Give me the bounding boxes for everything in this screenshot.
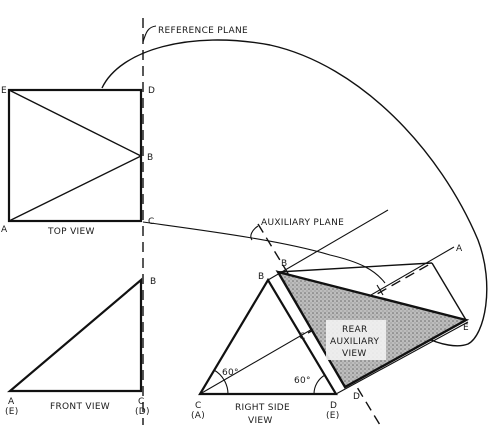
reference-plane-label: REFERENCE PLANE	[158, 26, 248, 36]
right-side-view-triangle	[198, 277, 338, 396]
projection-arc-E	[101, 39, 488, 347]
rear-aux-label-1: REAR	[342, 325, 368, 335]
front-point-A: A	[8, 397, 15, 407]
side-point-D-sub: (E)	[326, 411, 340, 421]
aux-edge-B-to-top	[277, 262, 433, 273]
aux-point-D: D	[353, 392, 360, 402]
right-side-view-label-2: VIEW	[248, 416, 273, 426]
reference-plane-leader	[142, 25, 157, 43]
reference-tick	[376, 284, 384, 296]
aux-point-A: A	[456, 244, 463, 254]
aux-point-C: C	[299, 332, 306, 342]
side-point-B: B	[258, 272, 264, 282]
front-point-A-sub: (E)	[5, 407, 19, 417]
front-point-B: B	[150, 277, 156, 287]
side-point-D: D	[330, 401, 337, 411]
top-view-label: TOP VIEW	[47, 227, 95, 237]
top-point-C: C	[148, 217, 155, 227]
projection-curve-C	[142, 221, 386, 284]
top-point-B: B	[147, 153, 153, 163]
top-view-rectangle	[7, 88, 143, 223]
auxiliary-plane-leader	[250, 225, 259, 241]
front-view-triangle	[7, 277, 143, 393]
top-point-A: A	[1, 225, 8, 235]
auxiliary-plane-label: AUXILIARY PLANE	[261, 218, 344, 228]
projector-D-to-E	[335, 321, 469, 395]
top-view-edge-AB	[8, 155, 142, 222]
right-side-view-label-1: RIGHT SIDE	[235, 403, 290, 413]
front-point-C: C	[138, 397, 145, 407]
front-view-label: FRONT VIEW	[50, 402, 110, 412]
top-point-E: E	[1, 86, 7, 96]
top-point-D: D	[148, 86, 155, 96]
side-point-C: C	[195, 401, 202, 411]
aux-point-E: E	[463, 323, 469, 333]
aux-edge-top-to-E	[431, 262, 467, 321]
side-point-C-sub: (A)	[191, 411, 205, 421]
angle-label-right: 60°	[294, 376, 311, 386]
rear-aux-label-bg	[326, 320, 386, 360]
angle-arc-right	[313, 374, 326, 395]
projector-B-upper	[267, 209, 389, 281]
aux-point-B: B	[281, 259, 287, 269]
rear-aux-label-3: VIEW	[342, 349, 367, 359]
rear-aux-label-2: AUXILIARY	[330, 337, 379, 347]
angle-label-left: 60°	[222, 368, 239, 378]
top-view-edge-EB	[8, 89, 142, 157]
front-point-C-sub: (D)	[135, 407, 150, 417]
